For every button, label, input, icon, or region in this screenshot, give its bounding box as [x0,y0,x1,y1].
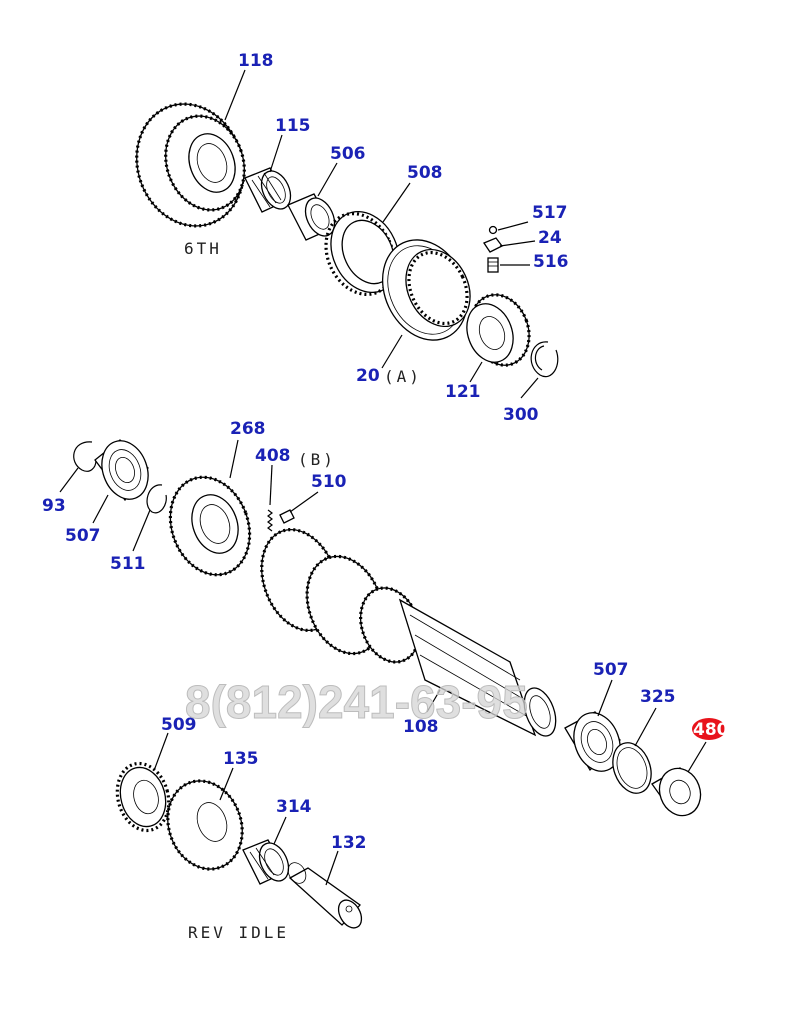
bearing-507-left[interactable] [94,434,156,505]
snap-ring-511[interactable] [146,484,167,514]
label-517[interactable]: 517 [532,203,568,223]
lock-washer-509[interactable] [110,758,176,837]
leader-lines-top [224,69,539,399]
snap-ring-300[interactable] [530,341,559,378]
ball-517[interactable] [488,225,498,235]
label-132[interactable]: 132 [331,833,367,853]
needle-bearing-115[interactable] [244,166,296,213]
label-516[interactable]: 516 [533,252,569,272]
highlight-480 [692,718,726,740]
note-b: (B) [298,450,336,469]
label-508[interactable]: 508 [407,163,443,183]
label-325[interactable]: 325 [640,687,676,707]
bearing-507-right[interactable] [564,706,628,777]
notes: 6TH (A) (B) REV IDLE [184,239,422,942]
bushing-506[interactable] [287,193,340,241]
snap-ring-93[interactable] [73,441,97,472]
leader-lines-middle [59,439,707,773]
note-6th: 6TH [184,239,222,258]
label-506[interactable]: 506 [330,144,366,164]
spring-408[interactable] [267,509,273,532]
part-labels: 118 115 506 508 517 24 516 20 121 300 26… [42,51,729,853]
reverse-idle-gear-135[interactable] [156,770,254,879]
leader-lines-bottom [154,732,339,886]
counter-shaft-108[interactable] [248,519,561,740]
synchro-ring-508[interactable] [313,200,412,305]
label-511[interactable]: 511 [110,554,146,574]
spring-516[interactable] [487,257,499,273]
shaft-132[interactable] [285,859,367,932]
note-a: (A) [384,367,422,386]
label-24[interactable]: 24 [538,228,562,248]
note-rev-idle: REV IDLE [188,923,289,942]
label-121[interactable]: 121 [445,382,481,402]
gear-268[interactable] [157,466,263,586]
phone-watermark: 8(812)241-63-95 [185,676,528,728]
label-20[interactable]: 20 [356,366,380,386]
gear-118[interactable] [120,89,260,241]
shim-325[interactable] [606,737,658,798]
label-507-left[interactable]: 507 [65,526,101,546]
label-314[interactable]: 314 [276,797,312,817]
label-300[interactable]: 300 [503,405,539,425]
hub-121[interactable] [459,287,539,374]
label-115[interactable]: 115 [275,116,311,136]
insert-key-24[interactable] [483,237,503,253]
collar-480[interactable] [651,763,707,822]
label-480[interactable]: 480 [693,720,729,740]
label-510[interactable]: 510 [311,472,347,492]
sleeve-20[interactable] [367,226,483,354]
label-118[interactable]: 118 [238,51,274,71]
label-268[interactable]: 268 [230,419,266,439]
pin-510[interactable] [279,509,295,524]
label-408[interactable]: 408 [255,446,291,466]
needle-bearing-314[interactable] [242,838,294,885]
label-507-right[interactable]: 507 [593,660,629,680]
label-135[interactable]: 135 [223,749,259,769]
label-93[interactable]: 93 [42,496,66,516]
label-108[interactable]: 108 [403,717,439,737]
label-509[interactable]: 509 [161,715,197,735]
